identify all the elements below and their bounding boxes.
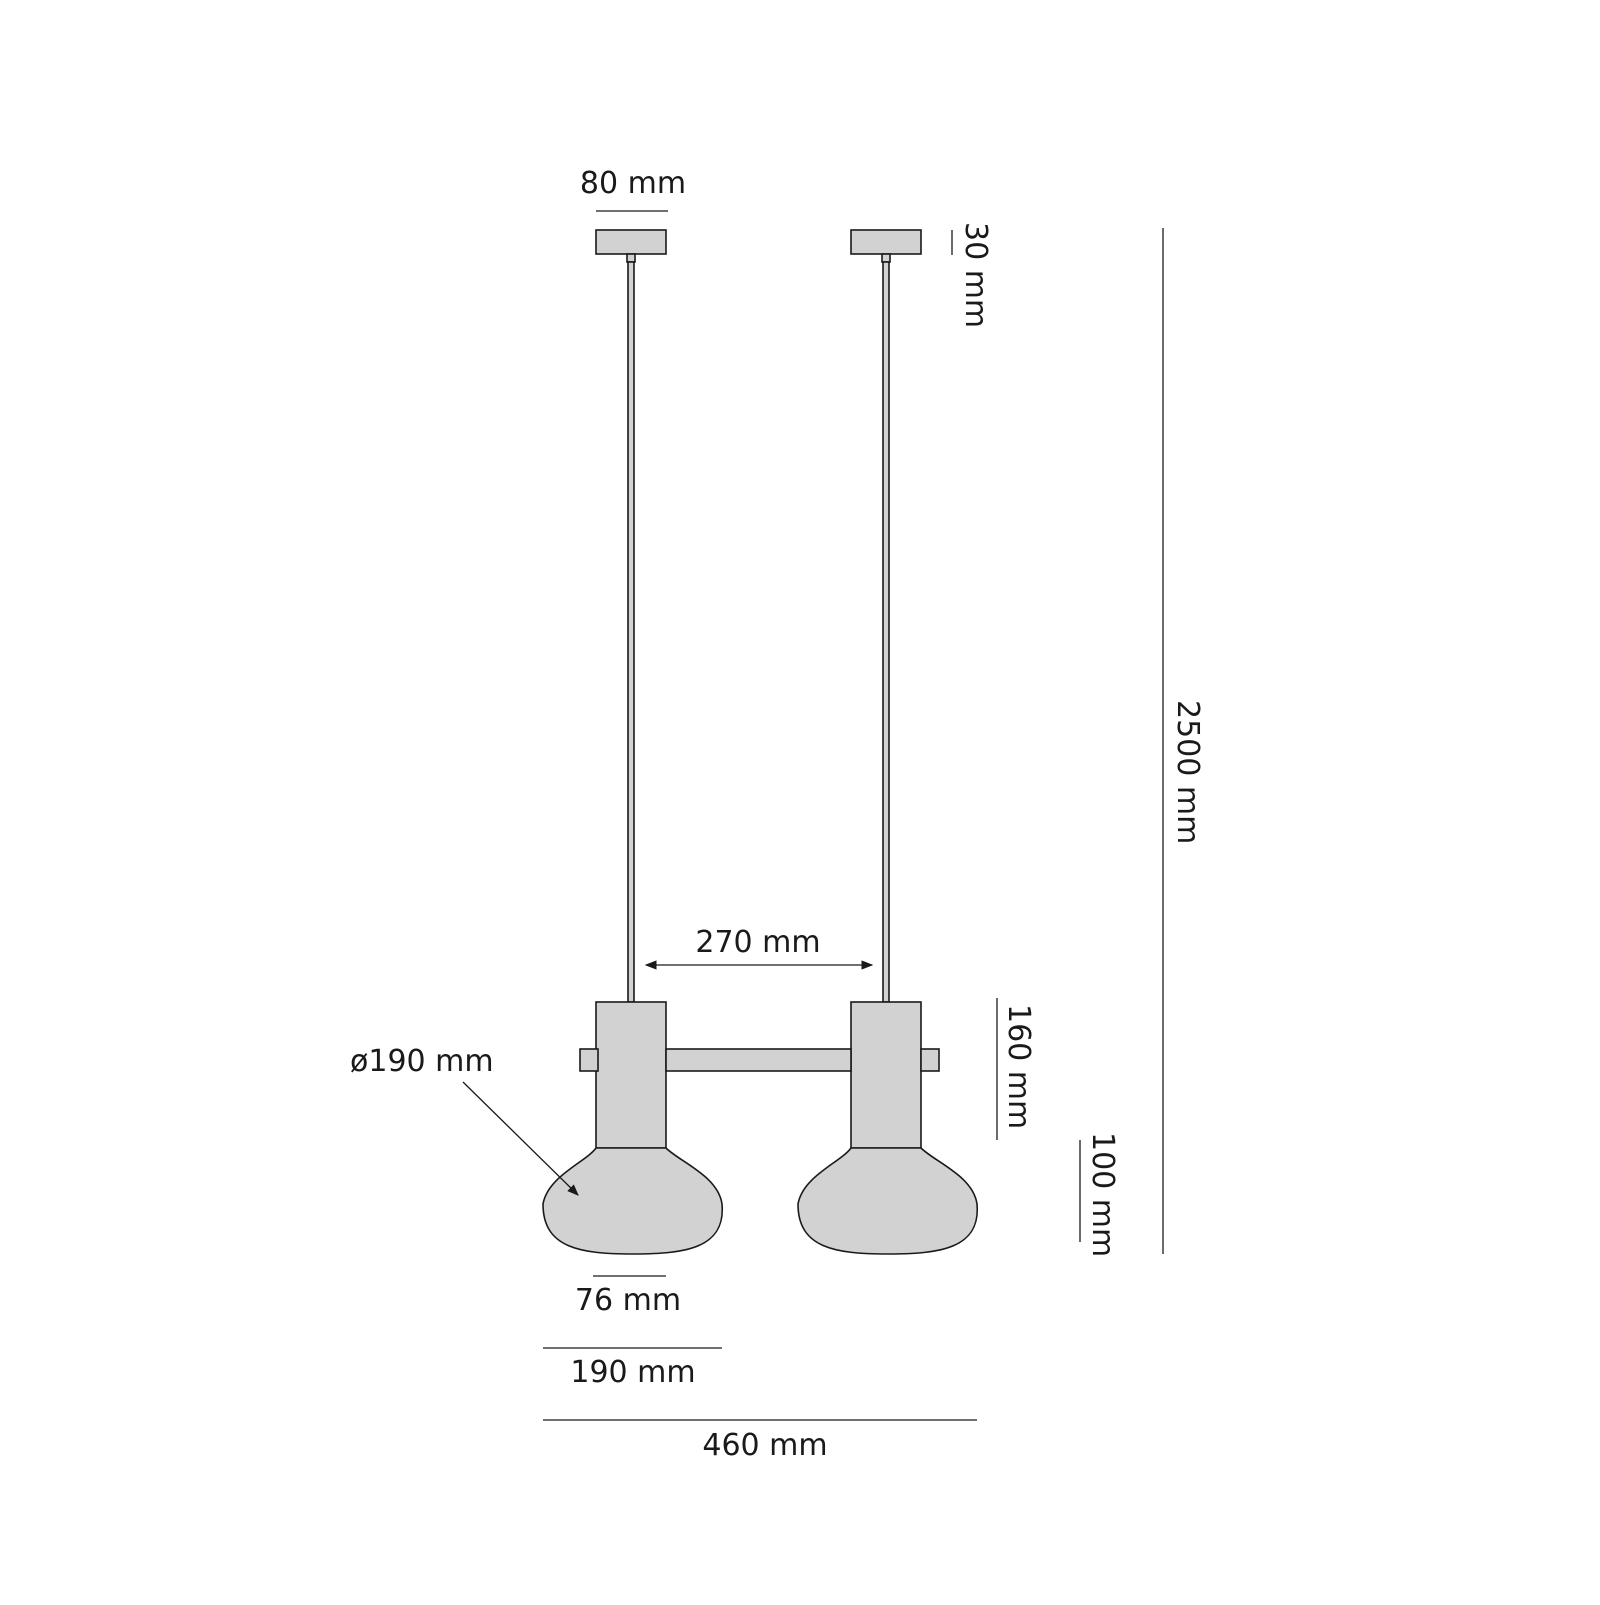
- right-canopy: [850, 229, 922, 255]
- shade-width-label: 190 mm: [570, 1355, 695, 1390]
- canopy-width-label: 80 mm: [580, 166, 686, 201]
- left-end-cap: [579, 1048, 599, 1072]
- body-height-label: 160 mm: [1001, 1004, 1036, 1129]
- left-canopy: [595, 229, 667, 255]
- left-canopy-grip: [626, 253, 636, 263]
- left-body: [595, 1001, 667, 1149]
- total-width-label: 460 mm: [702, 1428, 827, 1463]
- right-body: [850, 1001, 922, 1149]
- shade-opening-label: 76 mm: [575, 1283, 681, 1318]
- canopy-height-label: 30 mm: [958, 222, 993, 328]
- shade-diameter-label: ø190 mm: [350, 1044, 494, 1079]
- shade-height-label: 100 mm: [1085, 1132, 1120, 1257]
- spacing-label: 270 mm: [695, 925, 820, 960]
- connecting-bar: [665, 1048, 852, 1072]
- left-pendant: [542, 229, 723, 1255]
- total-height-label: 2500 mm: [1170, 700, 1205, 844]
- right-suspension-rod: [882, 261, 890, 1003]
- right-canopy-grip: [881, 253, 891, 263]
- right-end-cap: [920, 1048, 940, 1072]
- left-shade: [542, 1147, 723, 1255]
- left-suspension-rod: [627, 261, 635, 1003]
- right-shade: [797, 1147, 978, 1255]
- shade-diameter-arrow: [462, 1081, 579, 1196]
- right-pendant: [797, 229, 978, 1255]
